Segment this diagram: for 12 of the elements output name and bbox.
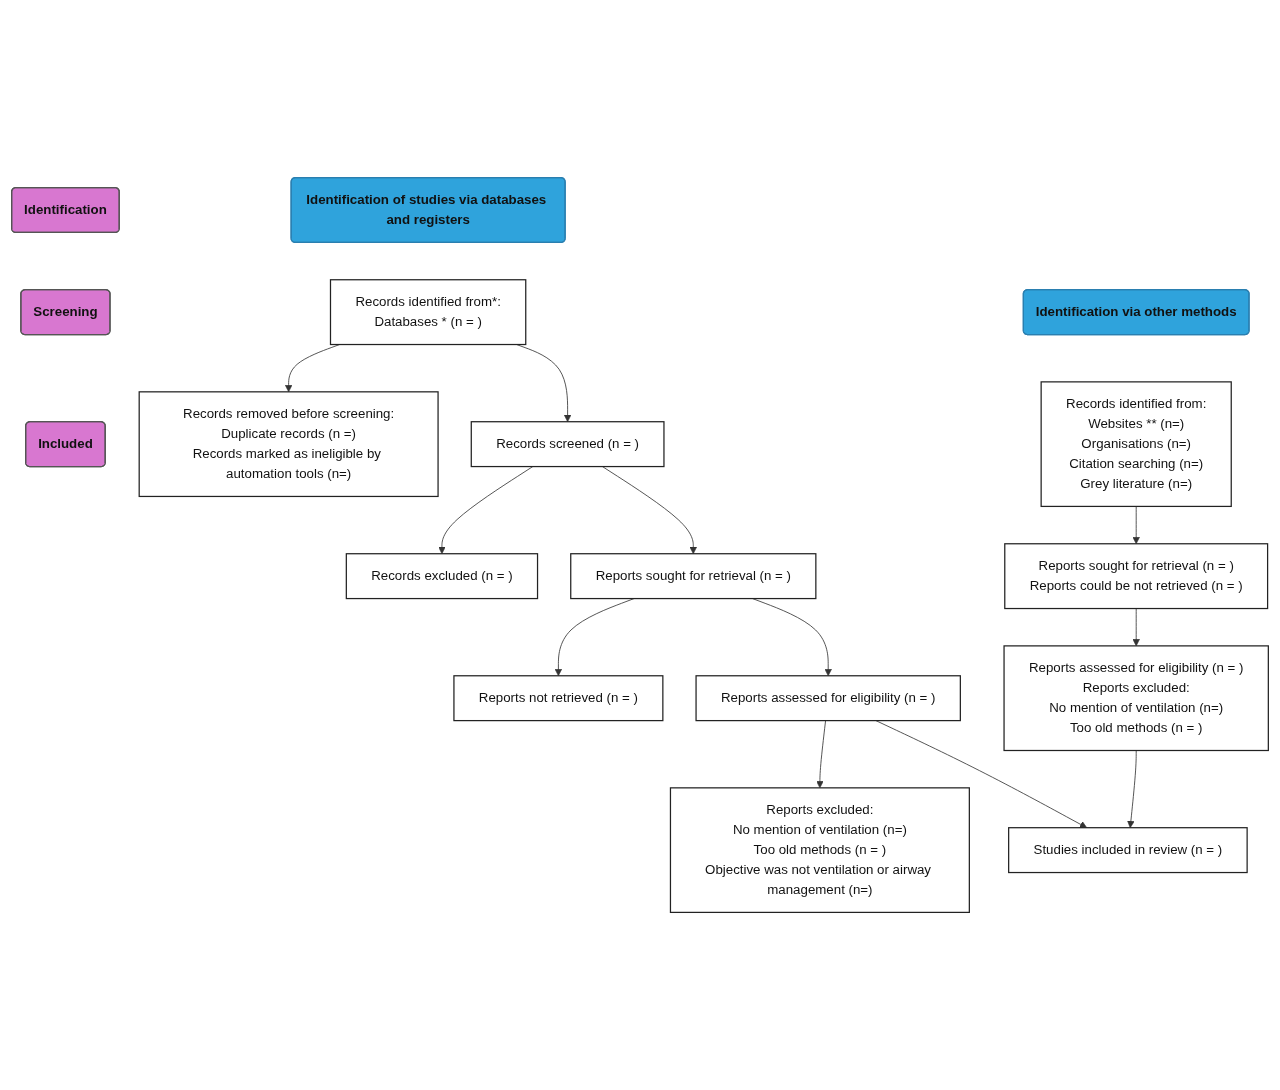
node-box: Reports assessed for eligibility (n = ) Reports excluded: No mention of ventilation (n=) Too old methods (n = ) [1003,645,1269,752]
node-box: Records identified from: Websites ** (n=) Organisations (n=) Citation searching (n=) Grey literature (n=) [1040,381,1232,507]
node-box: Reports excluded: No mention of ventilation (n=) Too old methods (n = ) Objective was not ventilation or airway management (n=) [669,787,970,913]
node-box: Records screened (n = ) [470,421,665,468]
node-box: Records identified from*: Databases * (n = ) [329,279,527,346]
node-box: Reports sought for retrieval (n = ) [570,553,817,600]
node-box: Records removed before screening: Duplicate records (n =) Records marked as ineligible by automation tools (n=) [138,391,439,498]
node-box: Reports sought for retrieval (n = ) Reports could be not retrieved (n = ) [1004,543,1269,610]
node-box: Reports not retrieved (n = ) [453,675,664,722]
node-box: Studies included in review (n = ) [1008,827,1248,874]
node-box: Records excluded (n = ) [345,553,539,600]
node-box: Reports assessed for eligibility (n = ) [695,675,961,722]
